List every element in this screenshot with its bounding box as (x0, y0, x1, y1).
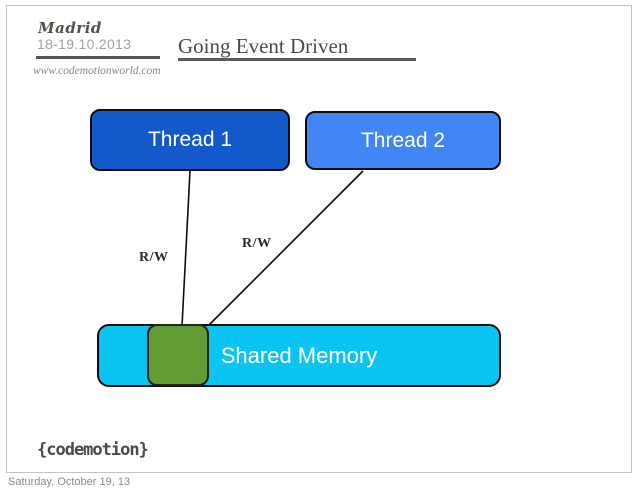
thread1-label: Thread 1 (147, 128, 233, 151)
madrid-logo-dates: 18-19.10.2013 (37, 36, 132, 52)
thread2-label: Thread 2 (360, 128, 446, 152)
shared-memory-label: Shared Memory (220, 342, 378, 368)
madrid-logo-divider (36, 56, 160, 59)
codemotion-logo: {codemotion} (37, 440, 149, 460)
edge-label-thread1-rw: R/W (139, 250, 169, 265)
madrid-logo-city: Madrid (38, 19, 102, 37)
page-title: Going Event Driven (178, 34, 349, 58)
date-note: Saturday, October 19, 13 (8, 476, 131, 488)
thread1-box: Thread 1 (90, 109, 290, 171)
edge-label-thread2-rw: R/W (242, 236, 272, 251)
memory-cell-box (147, 324, 209, 386)
madrid-logo-url: www.codemotionworld.com (33, 65, 161, 77)
thread2-box: Thread 2 (305, 111, 501, 170)
title-underline (178, 58, 416, 61)
